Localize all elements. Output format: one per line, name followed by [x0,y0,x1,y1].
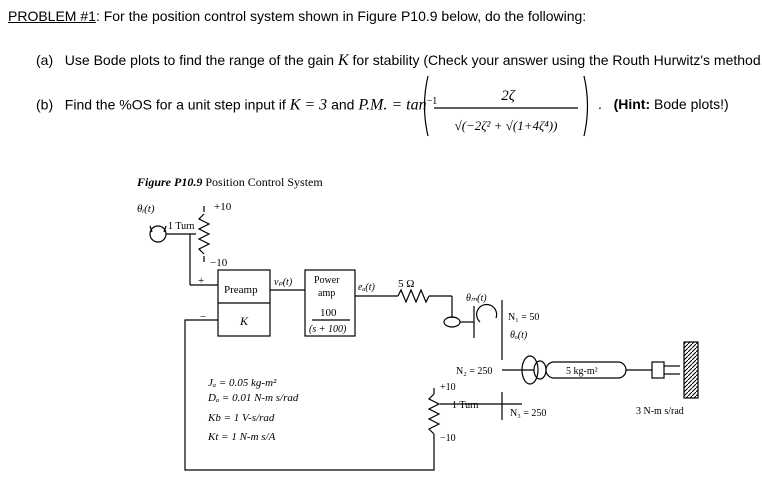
part-b-text-1: Find the %OS for a unit step input if [64,96,286,113]
preamp-gain: K [239,314,249,328]
vp-label: vₚ(t) [274,277,293,288]
left-paren [423,75,429,137]
output-gear-hub-icon [533,360,547,380]
pot2-bottom-label: −10 [440,433,456,444]
right-paren [583,75,589,137]
figure-title: Figure P10.9 Position Control System [137,175,323,190]
problem-intro: For the position control system shown in… [103,8,587,24]
inertia-label: 5 kg-m² [566,366,598,377]
part-a: (a) Use Bode plots to find the range of … [36,52,762,70]
hint-text: Bode plots!) [654,96,729,112]
pot-top-label: +10 [214,201,232,213]
part-a-text-2: for stability (Check your answer using t… [352,52,762,68]
knob-arrow-icon [149,225,167,233]
resistor-label: 5 Ω [398,278,414,290]
power-amp-label-1: Power [314,275,340,286]
theta-m-arrow-icon [476,303,498,323]
title-colon: : [95,8,100,24]
wall-hatch [684,342,698,398]
problem-title: PROBLEM #1 [8,8,96,24]
param-ja: Jₐ = 0.05 kg-m² [208,377,277,389]
damper-icon [651,361,665,379]
part-b-pm-eq: P.M. = tan [358,96,427,114]
part-a-var: K [337,52,349,69]
damping-label: 3 N-m s/rad [636,406,684,417]
figure-title-text: Position Control System [205,175,323,189]
pm-fraction: 2ζ √(−2ζ² + √(1+4ζ⁴)) [423,75,589,137]
hint: . (Hint: Bode plots!) [598,96,729,112]
plus-sign: + [198,275,204,287]
output-gear-icon [521,355,539,385]
input-pot-icon [197,213,211,255]
motor-icon [443,316,461,328]
problem-header: PROBLEM #1: For the position control sys… [8,8,586,24]
power-amp-block [304,269,356,337]
turn-out-label: 1 Turn [452,400,478,411]
part-b-label: (b) [36,96,54,113]
part-b-period: . [598,96,602,112]
part-a-text-1: Use Bode plots to find the range of the … [64,52,335,68]
fraction-denominator: √(−2ζ² + √(1+4ζ⁴)) [455,118,558,133]
param-kt: Kt = 1 N-m s/A [207,431,276,443]
pot-bottom-label: −10 [210,257,228,269]
preamp-label: Preamp [224,284,258,296]
minus-sign: − [200,311,206,323]
input-knob-icon [149,225,167,243]
feedback-pot-icon [427,393,441,435]
part-b: (b) Find the %OS for a unit step input i… [36,96,437,115]
theta-m-label: θₘ(t) [466,293,487,304]
n1-label: N₁ = 50 [508,312,539,323]
ea-label: eₐ(t) [358,282,375,293]
hint-label: (Hint: [613,96,651,112]
n3-label: N₃ = 250 [510,408,546,419]
part-b-exp: −1 [426,96,438,107]
param-kb: Kb = 1 V-s/rad [207,412,275,424]
pot2-top-label: +10 [440,382,456,393]
figure-title-label: Figure P10.9 [137,175,203,189]
n2-label: N₂ = 250 [456,366,492,377]
part-a-label: (a) [36,52,54,68]
amp-denominator: (s + 100) [309,324,347,335]
amp-numerator: 100 [320,307,337,319]
param-da: Dₐ = 0.01 N-m s/rad [207,392,299,404]
part-b-and: and [331,96,355,113]
power-amp-label-2: amp [318,288,335,299]
feedback-wire [184,319,435,471]
resistor-icon [397,288,430,304]
part-b-k-eq: K = 3 [289,96,328,114]
turn-in-label: 1 Turn [168,221,194,232]
theta-o-label: θₒ(t) [510,330,528,341]
theta-i-label: θᵢ(t) [137,203,155,215]
fraction-numerator: 2ζ [501,88,516,104]
